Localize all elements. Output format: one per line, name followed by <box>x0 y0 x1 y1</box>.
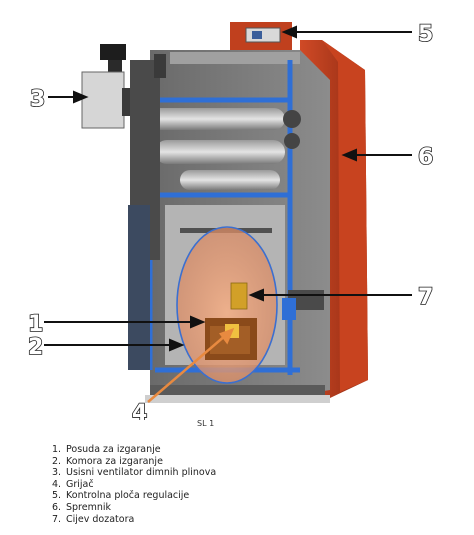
callout-2: 2 <box>28 335 43 360</box>
ash-door-blue <box>282 298 296 320</box>
heat-exchanger-tubes <box>145 108 301 190</box>
feeder-tube <box>230 282 248 310</box>
control-panel <box>245 27 281 43</box>
callout-7: 7 <box>418 285 433 310</box>
callout-4: 4 <box>132 401 147 420</box>
legend-item: 4.Grijač <box>52 478 94 490</box>
burner-pot <box>205 318 257 360</box>
legend-item: 5.Kontrolna ploča regulacije <box>52 490 190 502</box>
callout-arrow-4 <box>147 327 235 403</box>
callout-3: 3 <box>30 87 45 112</box>
legend-item: 2.Komora za izgaranje <box>52 455 163 467</box>
flue-gas-fan <box>81 44 160 260</box>
legend-list: 1.Posuda za izgaranje 2.Komora za izgara… <box>52 444 216 525</box>
callout-arrows <box>44 25 412 352</box>
chimney-stub <box>154 54 166 78</box>
callout-6: 6 <box>418 145 433 170</box>
legend-item: 1.Posuda za izgaranje <box>52 444 161 455</box>
boiler-cutaway-diagram: 5 6 7 3 1 2 4 <box>27 21 434 420</box>
callout-5: 5 <box>418 22 433 47</box>
legend-item: 7.Cijev dozatora <box>52 513 135 525</box>
figure-caption: SL 1 <box>197 419 215 428</box>
left-panel <box>128 205 150 370</box>
callout-1: 1 <box>28 312 43 337</box>
legend-item: 6.Spremnik <box>52 501 112 513</box>
legend-item: 3.Usisni ventilator dimnih plinova <box>52 467 217 479</box>
